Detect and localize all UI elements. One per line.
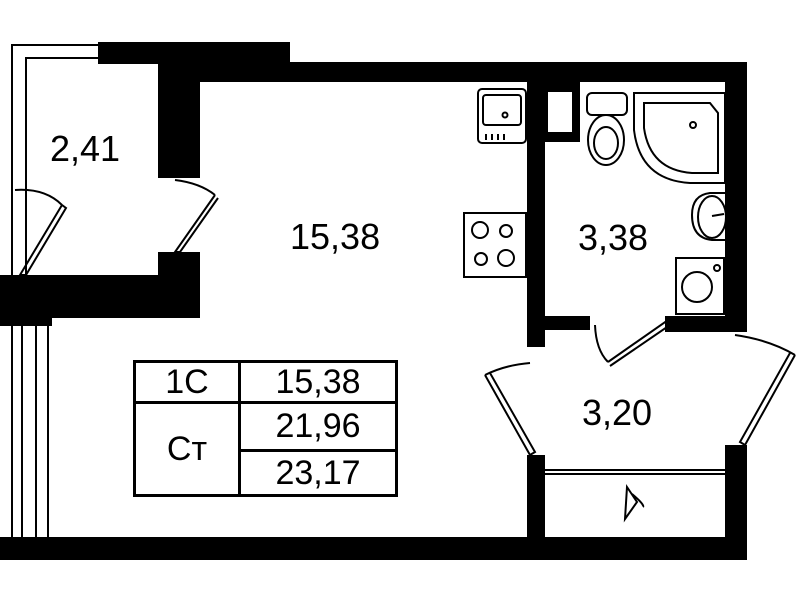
toilet-icon <box>586 92 628 166</box>
summary-table: 1С 15,38 Ст 21,96 23,17 <box>133 360 398 497</box>
hanger-icon <box>623 483 645 523</box>
type-area: 15,38 <box>275 362 361 401</box>
total-area: 23,17 <box>275 453 361 492</box>
room-area-hallway: 3,20 <box>582 392 653 433</box>
doors <box>14 179 796 457</box>
room-area-vestibule: 2,41 <box>50 128 121 169</box>
room-area-bathroom: 3,38 <box>578 217 649 258</box>
room-area-living: 15,38 <box>290 216 381 257</box>
closet <box>545 469 725 475</box>
washing-machine-icon <box>675 257 725 315</box>
apartment-type: 1С <box>165 362 209 401</box>
apartment-class: Ст <box>166 429 208 468</box>
shower-icon <box>633 92 726 184</box>
washbasin-icon <box>690 192 727 241</box>
walls <box>0 42 747 560</box>
living-area: 21,96 <box>275 407 361 445</box>
balcony-outline <box>11 44 98 537</box>
stove-icon <box>463 212 527 278</box>
niche <box>548 92 572 132</box>
sink-icon <box>477 88 527 144</box>
